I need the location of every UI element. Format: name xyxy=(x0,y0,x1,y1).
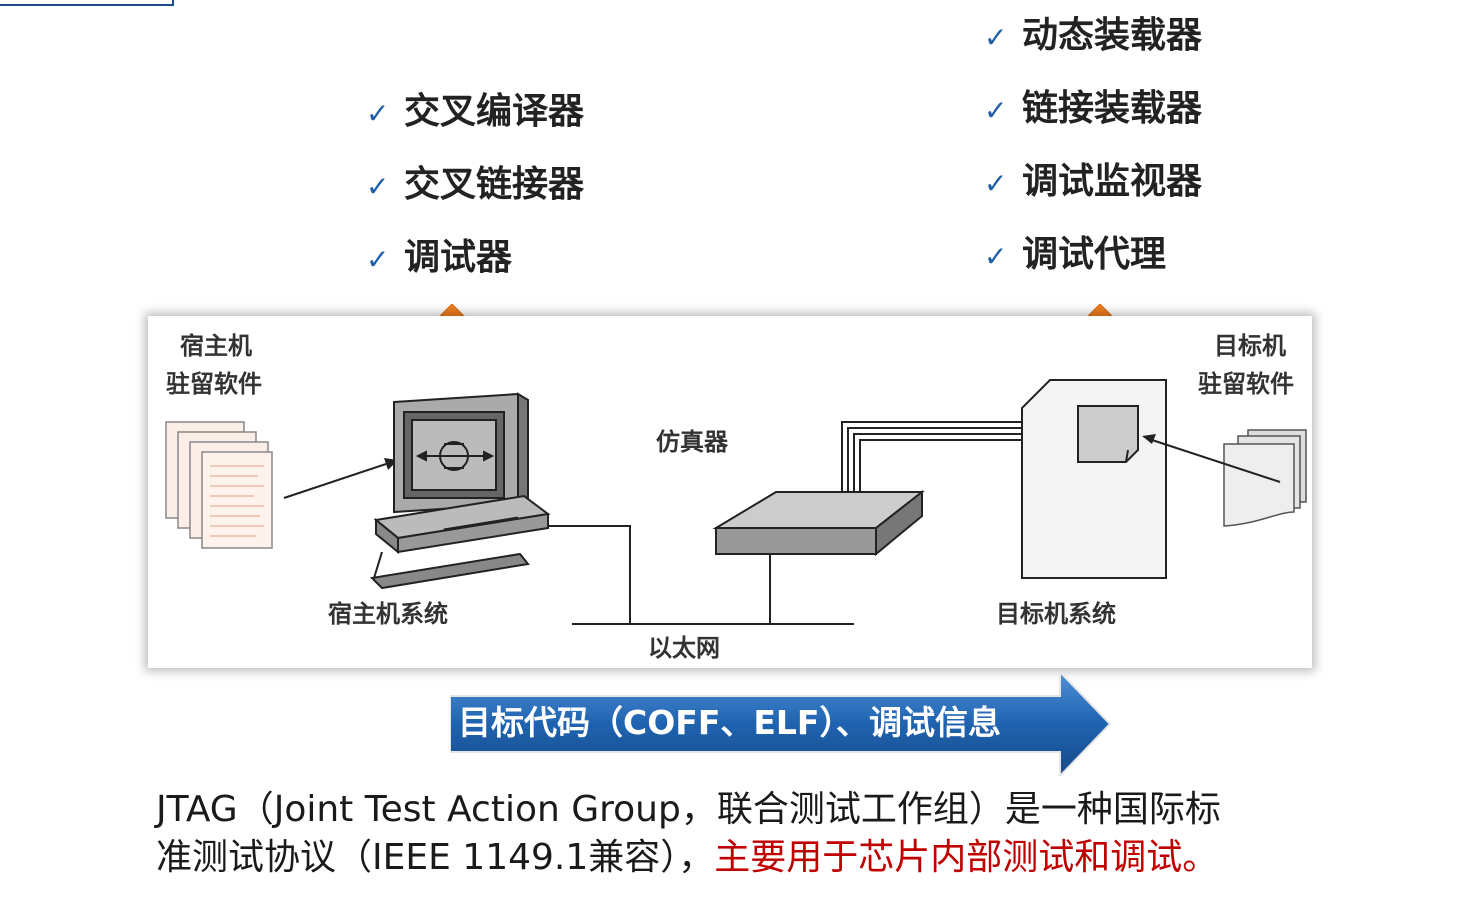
target-software-label-2: 驻留软件 xyxy=(1198,370,1294,398)
target-tool-label: 调试代理 xyxy=(1022,234,1167,275)
target-tool-label: 动态装载器 xyxy=(1022,15,1203,56)
description-highlight: 主要用于芯片内部测试和调试。 xyxy=(714,837,1219,878)
target-documents-icon xyxy=(1223,429,1307,527)
host-tool-label: 交叉编译器 xyxy=(404,91,585,132)
check-icon: ✓ xyxy=(984,240,1008,273)
description-line-1: JTAG（Joint Test Action Group，联合测试工作组）是一种… xyxy=(156,789,1221,830)
corner-frame xyxy=(0,0,174,6)
check-icon: ✓ xyxy=(984,167,1008,200)
host-tool-label: 调试器 xyxy=(404,237,513,278)
description-line-2-plain: 准测试协议（IEEE 1149.1兼容）， xyxy=(156,837,715,878)
ethernet-label: 以太网 xyxy=(648,634,720,662)
check-icon: ✓ xyxy=(366,170,390,203)
emulator-label: 仿真器 xyxy=(656,428,728,456)
target-system-label: 目标机系统 xyxy=(996,600,1116,628)
host-tool-label: 交叉链接器 xyxy=(404,164,585,205)
system-diagram-panel: 宿主机 驻留软件 目标机 驻留软件 仿真器 宿主机系统 目标机系统 以太网 xyxy=(148,316,1312,668)
target-software-label-1: 目标机 xyxy=(1214,332,1286,360)
check-icon: ✓ xyxy=(366,97,390,130)
host-documents-icon xyxy=(165,421,273,549)
host-load-arrow xyxy=(283,463,387,499)
host-system-label: 宿主机系统 xyxy=(328,600,448,628)
target-load-arrow xyxy=(1151,439,1281,483)
check-icon: ✓ xyxy=(984,94,1008,127)
host-software-label-1: 宿主机 xyxy=(180,332,252,360)
check-icon: ✓ xyxy=(984,21,1008,54)
jtag-description: JTAG（Joint Test Action Group，联合测试工作组）是一种… xyxy=(156,786,1416,882)
diagram-graphics xyxy=(165,379,1307,625)
emulator-icon xyxy=(712,489,925,557)
host-software-label-2: 驻留软件 xyxy=(166,370,262,398)
jtag-cable xyxy=(841,421,1024,492)
host-computer-icon xyxy=(369,392,551,590)
target-tool-label: 链接装载器 xyxy=(1022,88,1203,129)
flow-arrow-icon xyxy=(450,672,1112,776)
check-icon: ✓ xyxy=(366,243,390,276)
flow-arrow-text: 目标代码（COFF、ELF）、调试信息 xyxy=(458,703,1001,742)
target-board-icon xyxy=(1021,379,1167,579)
description-line-2: 准测试协议（IEEE 1149.1兼容），主要用于芯片内部测试和调试。 xyxy=(156,834,1416,882)
target-tool-label: 调试监视器 xyxy=(1022,161,1203,202)
ethernet-lines xyxy=(548,525,854,625)
